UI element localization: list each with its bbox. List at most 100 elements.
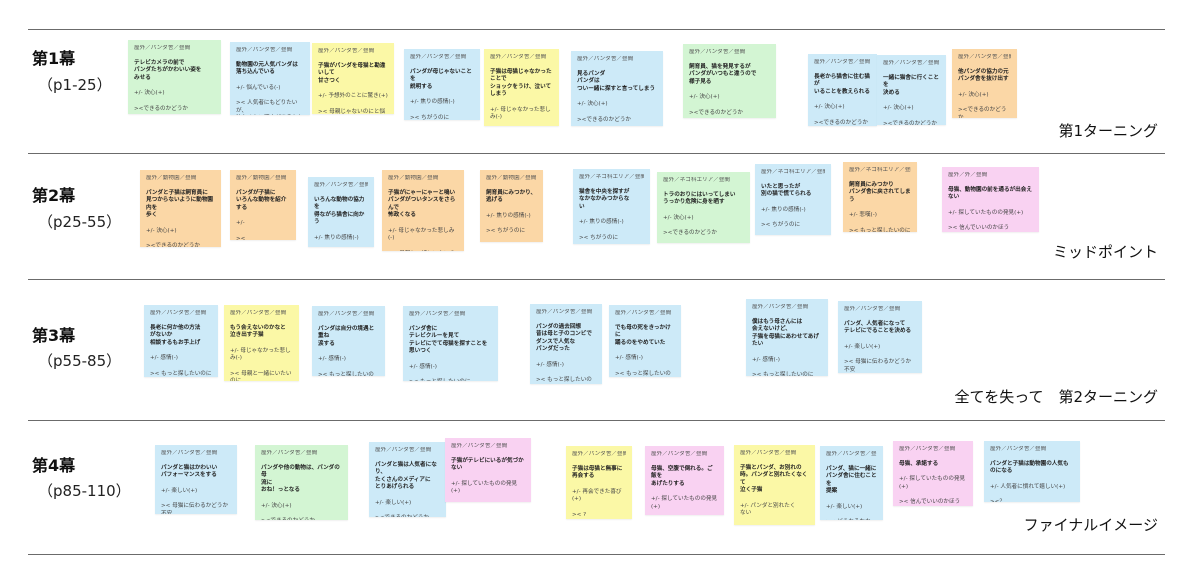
note-tag: 屋外／動物園／昼間: [146, 175, 197, 181]
note-title: でも母の死をきっかけに 踊るのをやめていた: [615, 324, 671, 346]
note-tag: 屋外／パンダ舎／昼間: [318, 48, 375, 54]
note-title: パンダと猫はかわいい パフォーマンスをする: [161, 464, 218, 479]
sticky-note[interactable]: 屋外／パンダ舎／昼間パンダは自分の境遇と重ね 涙する+/- 感情(-)>< もっ…: [312, 306, 385, 376]
note-question: ><できるのかどうか: [663, 230, 718, 237]
note-emotion: +/- 焦りの感情(-): [314, 234, 359, 241]
sticky-note[interactable]: 屋外／パンダ舎／昼間子猫は母猫じゃなかったことで ショックをうけ、泣いてしまう +…: [484, 49, 559, 126]
sticky-note[interactable]: 屋外／動物園／昼間パンダと子猫は飼育員に 見つからないように動物園内を 歩く+/…: [140, 170, 221, 247]
note-question: ><できるのかどうか: [577, 116, 632, 123]
sticky-note[interactable]: 屋外／パンダ舎／昼間飼育員、猫を発見するが パンダがいつもと違うので 様子見る+…: [683, 44, 776, 118]
act-2-title: 第2幕: [32, 186, 76, 205]
note-question: >< もっと探したいのに: [409, 379, 492, 381]
note-title: パンダ、猫に一緒に パンダ舎に住むことを 提案: [826, 465, 877, 495]
sticky-note[interactable]: 屋外／パンダ舎／昼間パンダ、猫に一緒に パンダ舎に住むことを 提案+/- 楽しい…: [820, 446, 883, 520]
sticky-note[interactable]: 屋外／パンダ舎／昼間見るパンダ パンダは ついー緒に探すと言ってしまう+/- 決…: [571, 51, 663, 126]
note-question: ><できるのかどうか: [883, 120, 938, 125]
note-question: >< ?: [572, 511, 587, 518]
note-tag: 屋外／パンダ舎／昼間: [577, 56, 634, 62]
sticky-note[interactable]: 屋外／ネコ科エリア／昼間飼育員にみつかり パンダ舎に戻されてしまう+/- 悲嘆(…: [843, 162, 917, 232]
sticky-note[interactable]: 屋外／パンダ舎／昼間パンダと猫は人気者になり、 たくさんのメディアに とりあげら…: [369, 442, 446, 517]
sticky-note[interactable]: 屋外／パンダ舎／昼間パンダの過去回想 昔は母と子のコンビで ダンスで人気な パン…: [530, 304, 602, 384]
note-title: いろんな動物の協力を 得ながら猫舎に向かう: [314, 196, 365, 226]
note-emotion: +/- 探していたものの発見(+): [651, 496, 718, 510]
note-title: 動物園の元人気パンダは 落ち込んでいる: [236, 61, 298, 76]
note-title: テレビカメラの前で パンダたちがかわいい姿を みせる: [134, 59, 202, 81]
sticky-note[interactable]: 屋外／パンダ舎／昼間一緒に猫舎に行くことを 決める+/- 決心(+)><できるの…: [877, 55, 946, 125]
sticky-note[interactable]: 屋外／ネコ科エリア／昼間トラのおりにはいってしまい うっかり危険に身を晒す+/-…: [657, 172, 750, 243]
sticky-note[interactable]: 屋外／パンダ舎／昼間他パンダの協力の元 パンダ舎を抜け出す+/- 決心(+)><…: [952, 49, 1017, 118]
note-emotion: +/- 楽しい(+): [826, 503, 863, 510]
note-emotion: +/- 感情(-): [615, 355, 643, 362]
sticky-note[interactable]: 屋外／動物園／昼間パンダが子猫に いろんな動物を紹介する+/-><: [230, 170, 296, 240]
note-emotion: +/- 悲嘆(-): [849, 212, 877, 219]
note-title: 僕はもう母さんには 会えないけど、 子猫を母猫にあわせてあげたい: [752, 318, 819, 348]
note-title: パンダと猫は人気者になり、 たくさんのメディアに とりあげられる: [375, 461, 437, 491]
note-question: >< もっと探したいのに: [615, 370, 671, 377]
note-tag: 屋外／パンダ舎／昼間: [410, 54, 467, 60]
row-divider-top: [28, 29, 1165, 30]
sticky-note[interactable]: 屋外／パンダ舎／昼間パンダが母じゃないことを 説明する+/- 焦りの感情(-)>…: [404, 49, 480, 120]
note-tag: 屋外／パンダ舎／昼間: [651, 451, 708, 457]
note-question: ><: [236, 235, 246, 240]
sticky-note[interactable]: 屋外／動物園／昼間子猫がにゃーにゃーと鳴い パンダがついタンスをさらんで 怖政く…: [382, 170, 464, 251]
note-title: 猫舎を中央を探すが なかなかみつからな い: [579, 188, 630, 210]
note-question: ><できるのかどうか: [146, 243, 201, 247]
sticky-note[interactable]: 屋外／パンダ舎／昼間子猫とパンダ、お別れの 時。パンダと別れたくなくて 泣く子猫…: [734, 445, 815, 525]
note-tag: 屋外／ネコ科エリア／昼間: [663, 177, 731, 183]
note-title: トラのおりにはいってしまい うっかり危険に身を晒す: [663, 191, 736, 206]
note-question: >< 母猫に伝わるかどうか不安: [844, 359, 912, 373]
note-tag: 屋外／パンダ舎／昼間: [230, 310, 287, 316]
note-emotion: +/- 楽しい(+): [844, 343, 881, 350]
note-question: ><できるのかどうか: [134, 105, 189, 112]
sticky-note[interactable]: 屋外／パンダ舎／昼間長老から猫舎に住む猫が いることを教えられる+/- 決心(+…: [808, 54, 877, 126]
sticky-note[interactable]: 屋外／パンダ舎／昼間パンダや他の動物は、パンダの母 流に おね！っとなる+/- …: [255, 445, 348, 520]
note-tag: 屋外／動物園／昼間: [486, 175, 537, 181]
sticky-note[interactable]: 屋外／パンダ舎／昼間いろんな動物の協力を 得ながら猫舎に向かう+/- 焦りの感情…: [308, 177, 374, 247]
note-tag: 屋外／パンダ舎／昼間: [740, 450, 797, 456]
sticky-note[interactable]: 屋外／パンダ舎／昼間パンダと子猫は動物園の人気ものになる+/- 人気者に慣れて嬉…: [984, 441, 1080, 502]
sticky-note[interactable]: 屋外／パンダ舎／昼間子猫は母猫と無事に 再会する+/- 再会できた喜び(+)><…: [566, 446, 632, 519]
sticky-note[interactable]: 屋外／パンダ舎／昼間パンダ、人気者になって テレビにでることを決める+/- 楽し…: [838, 301, 922, 373]
note-tag: 屋外／パンダ舎／昼間: [899, 446, 956, 452]
sticky-note[interactable]: 屋外／パンダ舎／昼間僕はもう母さんには 会えないけど、 子猫を母猫にあわせてあげ…: [746, 299, 828, 376]
note-tag: 屋外／ネコ科エリア／昼間: [761, 169, 825, 175]
note-title: 他パンダの協力の元 パンダ舎を抜け出す: [958, 68, 1009, 83]
note-question: >< 母親と一緒にいたいのに 離れてしまう: [230, 370, 292, 381]
note-tag: 屋外／パンダ舎／昼間: [490, 54, 547, 60]
note-emotion: +/- 母じゃなかった悲しみ(-): [230, 347, 291, 362]
note-title: パンダや他の動物は、パンダの母 流に おね！っとなる: [261, 464, 340, 494]
sticky-note[interactable]: 屋外／ネコ科エリア／昼間猫舎を中央を探すが なかなかみつからな い+/- 焦りの…: [573, 169, 650, 244]
sticky-note[interactable]: 屋外／外／昼間母猫、動物園の前を通るが出会えない+/- 探していたものの発見(+…: [942, 167, 1039, 232]
note-title: 子猫は母猫じゃなかったことで ショックをうけ、泣いてしまう: [490, 68, 552, 98]
note-question: >< 母親じゃないのにと悩む: [318, 108, 386, 114]
act-2-milestone: ミッドポイント: [1052, 243, 1158, 261]
sticky-note[interactable]: 屋外／パンダ舎／昼間テレビカメラの前で パンダたちがかわいい姿を みせる+/- …: [128, 40, 221, 114]
note-tag: 屋外／ネコ科エリア／昼間: [579, 174, 644, 180]
act-3-pages: （p55-85）: [38, 352, 122, 370]
note-tag: 屋外／パンダ舎／昼間: [958, 54, 1011, 60]
sticky-note[interactable]: 屋外／パンダ舎／昼間母猫、承諾する+/- 探していたものの発見(+)>< 信んで…: [893, 441, 973, 506]
row-divider-2: [28, 279, 1165, 280]
note-title: パンダと子猫は動物園の人気ものになる: [990, 460, 1069, 475]
sticky-note[interactable]: 屋外／ネコ科エリア／昼間いたと思ったが 別の猫で慌てられる+/- 焦りの感情(-…: [755, 164, 831, 235]
note-title: いたと思ったが 別の猫で慌てられる: [761, 183, 812, 198]
sticky-note[interactable]: 屋外／動物園／昼間飼育員にみつかり、 逃げる+/- 焦りの感情(-)>< ちがう…: [480, 170, 543, 242]
note-title: 子猫がテレビにいるが気づかない: [451, 457, 524, 472]
note-emotion: +/- パンダと別れたく ない: [740, 502, 796, 517]
act-1-milestone: 第1ターニング: [1058, 122, 1158, 140]
note-emotion: +/- 母じゃなかった悲しみ(-): [388, 227, 455, 242]
sticky-note[interactable]: 屋外／パンダ舎／昼間母猫、空腹で倒れる。ご飯を あげたりする+/- 探していたも…: [645, 446, 724, 515]
sticky-note[interactable]: 屋外／パンダ舎／昼間子猫がテレビにいるが気づかない+/- 探していたものの発見(…: [445, 438, 531, 502]
note-emotion: +/- 母じゃなかった悲しみ(-): [490, 106, 551, 121]
row-divider-bottom: [28, 554, 1165, 555]
sticky-note[interactable]: 屋外／パンダ舎／昼間パンダ舎に テレビクルーを見て テレビにでて母猫を探すことを…: [403, 306, 498, 381]
sticky-note[interactable]: 屋外／パンダ舎／昼間でも母の死をきっかけに 踊るのをやめていた+/- 感情(-)…: [609, 305, 681, 377]
sticky-note[interactable]: 屋外／パンダ舎／昼間子猫がパンダを母猫と勘違いして 甘さつく+/- 予想外のこと…: [312, 43, 394, 114]
sticky-note[interactable]: 屋外／パンダ舎／昼間パンダと猫はかわいい パフォーマンスをする+/- 楽しい(+…: [155, 445, 237, 514]
note-emotion: +/- 決心(+): [146, 227, 177, 234]
row-divider-1: [28, 153, 1165, 154]
sticky-note[interactable]: 屋外／パンダ舎／昼間もう会えないのかなと 泣き出す子猫+/- 母じゃなかった悲し…: [224, 305, 299, 381]
sticky-note[interactable]: 屋外／パンダ舎／昼間動物園の元人気パンダは 落ち込んでいる+/- 悩んでいる(-…: [230, 42, 310, 115]
sticky-note[interactable]: 屋外／パンダ舎／昼間長老に何か他の方法 がないか 相談するもお手上げ+/- 感情…: [144, 305, 218, 377]
note-title: パンダ舎に テレビクルーを見て テレビにでて母猫を探すことを思いつく: [409, 325, 488, 355]
